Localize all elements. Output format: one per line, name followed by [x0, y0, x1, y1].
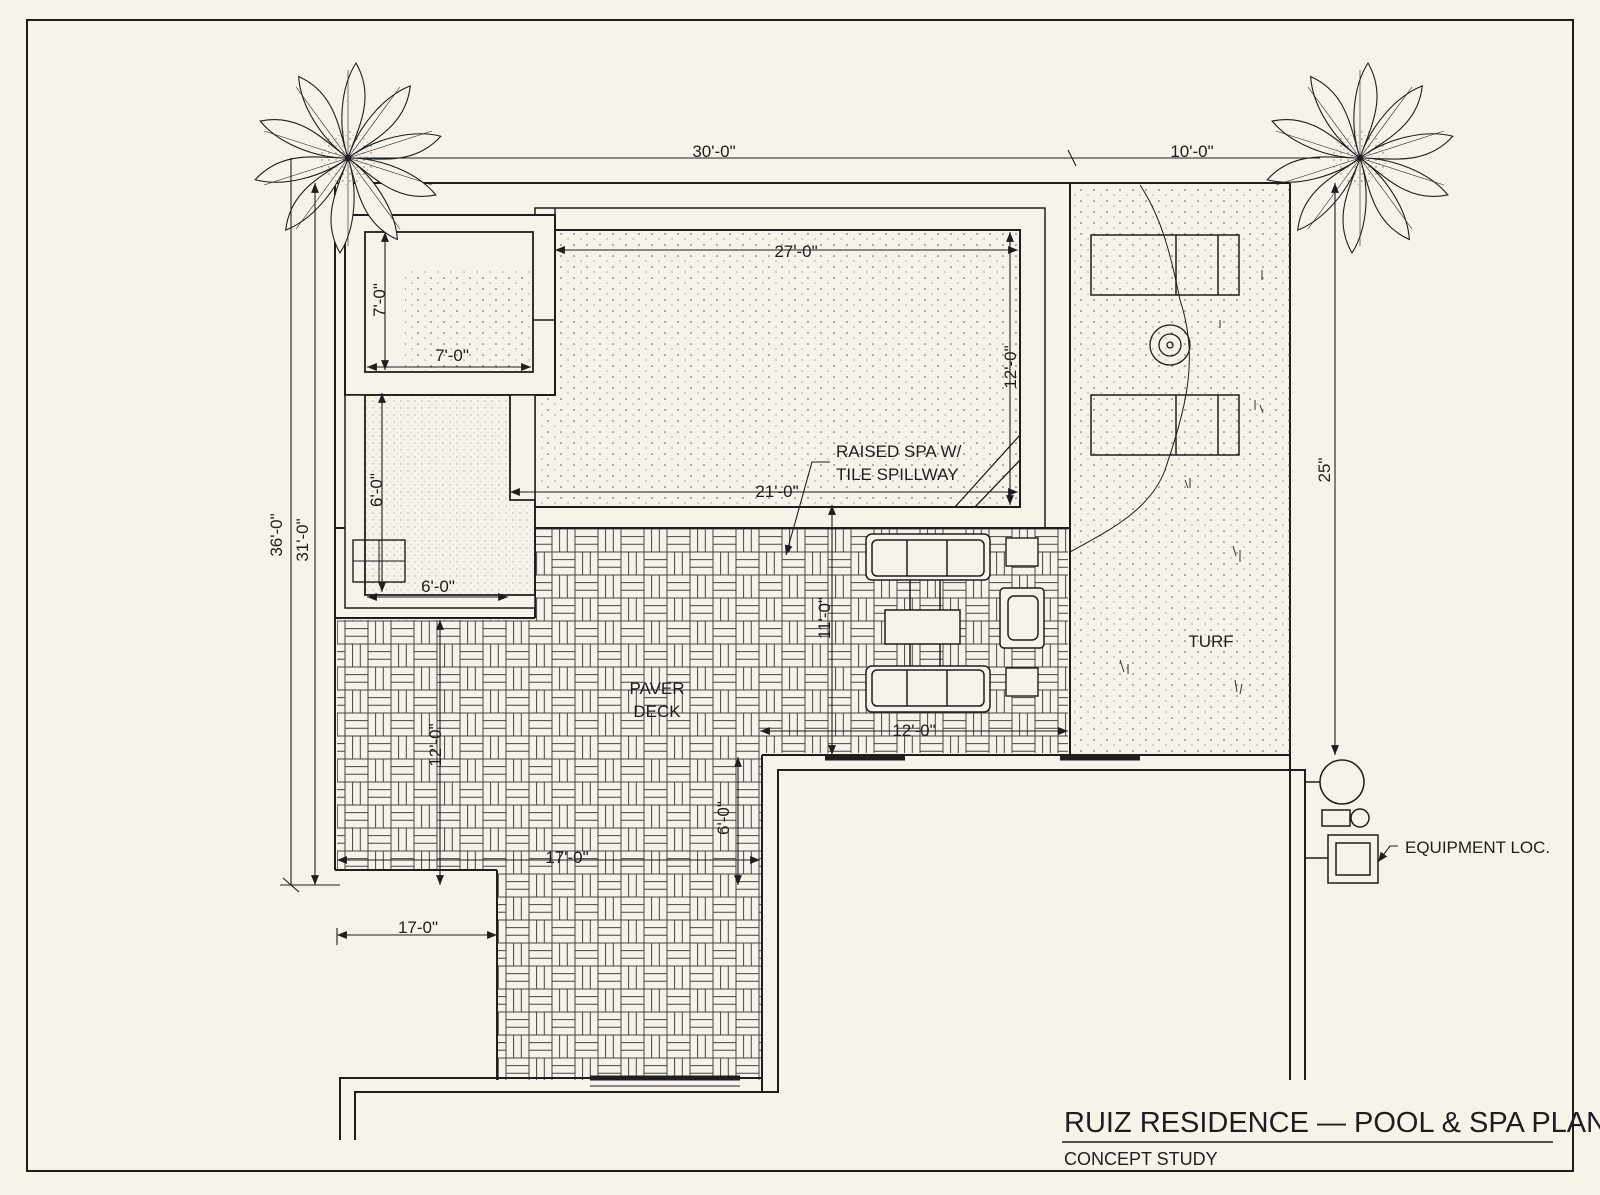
dim-overall-left: 36'-0" [267, 513, 286, 556]
dim-deck-depth: 12'-0" [426, 723, 445, 766]
lounge-chair [1090, 234, 1240, 296]
dim-top-right: 10'-0" [1170, 142, 1213, 161]
label-equipment: EQUIPMENT LOC. [1405, 838, 1550, 857]
drawing-subtitle: CONCEPT STUDY [1064, 1149, 1218, 1169]
dim-pool-width: 12'-0" [1001, 345, 1020, 388]
sun-shelf [344, 394, 536, 609]
label-paver-deck: PAVER [629, 679, 684, 698]
dim-lower-width: 17-0" [398, 918, 438, 937]
dim-top-overall: 30'-0" [692, 142, 735, 161]
turf-area [1069, 184, 1290, 753]
dim-sun-shelf-height: 6'-0" [367, 473, 386, 507]
dim-right-side: 25" [1315, 458, 1334, 483]
dim-spa-height: 7'-0" [370, 283, 389, 317]
lounge-chair [1090, 394, 1240, 456]
label-raised-spa-2: TILE SPILLWAY [836, 465, 959, 484]
sofa [865, 533, 991, 581]
house-wall [339, 755, 1306, 1140]
dim-pool-lower-length: 21'-0" [755, 482, 798, 501]
drawing-title: RUIZ RESIDENCE — POOL & SPA PLAN [1064, 1107, 1600, 1139]
armchair [999, 587, 1045, 649]
dim-lounge-width: 12'-0" [892, 721, 935, 740]
dim-pool-length: 27'-0" [774, 242, 817, 261]
dim-spa-width: 7'-0" [435, 346, 469, 365]
dim-step-depth: 6'-0" [714, 801, 733, 835]
side-table [1005, 537, 1039, 697]
dim-deck-width: 17'-0" [545, 848, 588, 867]
coffee-table [884, 580, 961, 666]
pool-equipment [1305, 759, 1379, 884]
dim-sun-shelf-width: 6'-0" [421, 577, 455, 596]
label-paver-deck-2: DECK [633, 702, 681, 721]
dim-lounge-depth: 11'-0" [815, 597, 834, 639]
side-table [1149, 324, 1191, 366]
dim-left-inner: 31'-0" [293, 518, 312, 561]
sofa [865, 665, 991, 713]
label-turf: TURF [1188, 632, 1233, 651]
label-raised-spa: RAISED SPA W/ [836, 442, 962, 461]
sheet-border [26, 19, 1574, 1172]
